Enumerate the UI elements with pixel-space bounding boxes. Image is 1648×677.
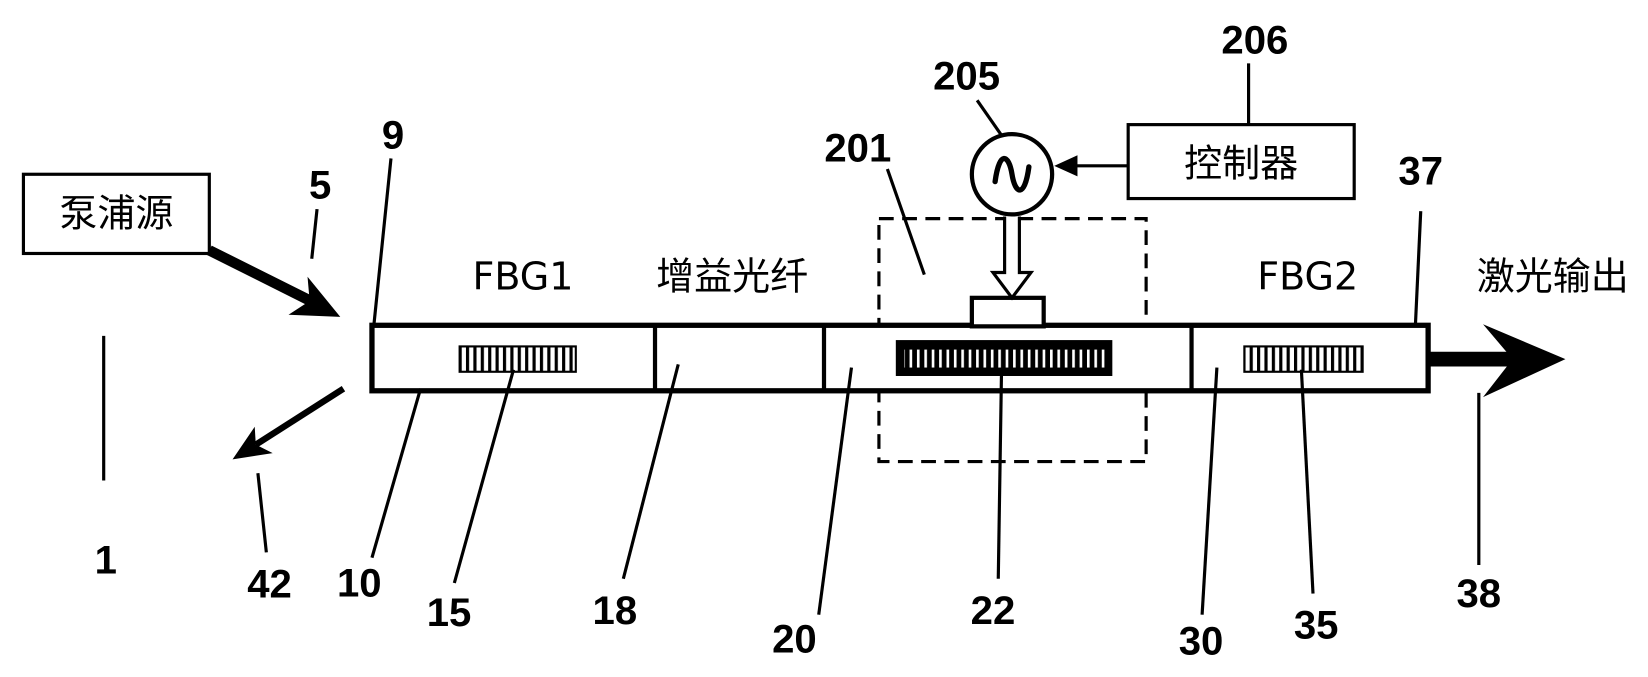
leader-30 <box>1200 367 1219 615</box>
leader-10 <box>370 388 423 559</box>
ref-201: 201 <box>824 125 891 170</box>
ac-source-icon <box>969 132 1055 217</box>
reference-numerals: 1 5 9 10 15 18 20 22 30 35 37 38 42 201 … <box>95 18 1501 664</box>
leader-18 <box>621 363 680 580</box>
fbg1-grating <box>458 345 577 373</box>
leader-42 <box>256 472 268 553</box>
hollow-down-arrow-icon <box>989 216 1035 301</box>
ref-42: 42 <box>247 562 292 607</box>
tunable-grating <box>904 349 1105 368</box>
control-signal-arrow-icon <box>1054 155 1129 177</box>
ref-38: 38 <box>1457 571 1502 616</box>
ref-20: 20 <box>772 616 817 661</box>
pump-arrow-icon <box>206 245 341 317</box>
leader-5 <box>310 208 319 259</box>
fbg2-grating <box>1243 345 1364 373</box>
controller-box <box>1126 123 1356 201</box>
fbg2-label: FBG2 <box>1257 255 1358 299</box>
actuator-block <box>969 295 1046 329</box>
fiber-assembly <box>369 322 1431 394</box>
ref-9: 9 <box>382 113 404 158</box>
ref-1: 1 <box>95 537 117 582</box>
ref-22: 22 <box>971 588 1016 633</box>
leader-201 <box>885 168 926 276</box>
ref-206: 206 <box>1221 18 1288 63</box>
ref-10: 10 <box>337 561 382 606</box>
fbg1-label: FBG1 <box>473 255 574 299</box>
ref-15: 15 <box>427 590 472 635</box>
ref-37: 37 <box>1398 149 1443 194</box>
gain-fiber-label: 增益光纤 <box>656 255 808 299</box>
leader-205 <box>975 99 1003 137</box>
ref-30: 30 <box>1179 619 1224 664</box>
leader-9 <box>372 158 393 324</box>
laser-output-label: 激光输出 <box>1477 255 1629 299</box>
output-arrow-icon <box>1428 324 1566 398</box>
reflected-light-arrow-icon <box>232 385 346 460</box>
controller-label: 控制器 <box>1184 142 1298 186</box>
leader-20 <box>817 367 854 615</box>
pump-source-box <box>21 172 211 256</box>
pump-source: 泵浦源 <box>21 172 211 256</box>
leader-22 <box>996 375 1004 579</box>
leader-37 <box>1413 211 1423 325</box>
ref-205: 205 <box>933 54 1000 99</box>
ref-35: 35 <box>1294 603 1339 648</box>
pump-source-label: 泵浦源 <box>59 191 173 235</box>
leader-15 <box>452 369 516 584</box>
leader-lines <box>102 63 1481 615</box>
ref-18: 18 <box>593 588 638 633</box>
leader-35 <box>1299 369 1315 594</box>
controller: 控制器 <box>1126 123 1356 201</box>
ref-5: 5 <box>309 162 331 207</box>
